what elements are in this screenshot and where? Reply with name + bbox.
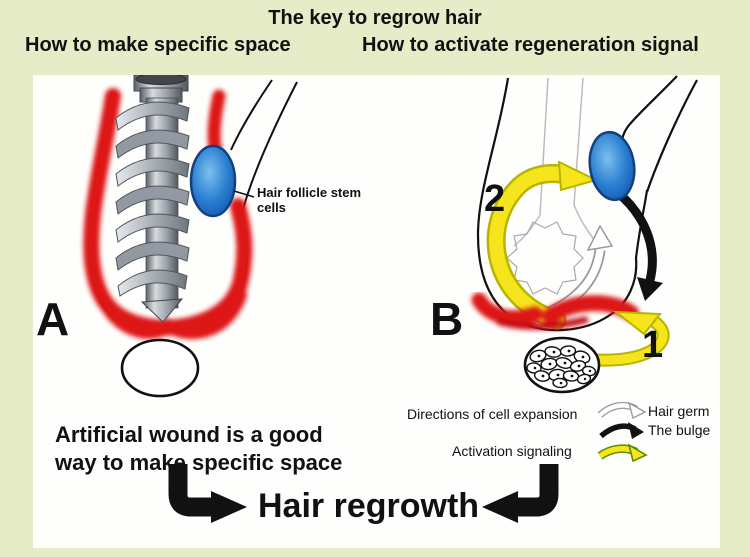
legend-hair-germ-label: Hair germ [648,403,710,419]
activation-arrow-1 [593,310,670,367]
panel-b-illustration [471,75,698,394]
legend-bulge-arrow-icon [599,422,644,439]
wound-red-b [471,292,639,330]
page-title: The key to regrow hair [268,7,482,29]
legend-bulge-label: The bulge [648,422,711,438]
legend-activation-label: Activation signaling [452,443,572,459]
hair-shaft-line [645,79,698,193]
activation-arrow-2 [486,160,599,330]
stem-cells-ellipse-a [189,144,237,218]
hair-shaft-line [241,81,298,214]
hair-shaft-line [620,75,678,155]
panel-a-label: A [36,293,69,345]
hair-shaft-line [230,79,273,151]
step-1-number: 1 [642,324,664,366]
legend-activation-arrow-icon [597,443,648,463]
stem-cells-label-line1: Hair follicle stem [257,185,362,200]
stem-cells-label: Hair follicle stem cells [257,185,361,215]
panel-a-caption-line1: Artificial wound is a good [55,422,323,447]
panel-a-caption-line2: way to make specific space [55,450,343,475]
left-elbow-arrow-icon [168,464,247,523]
stem-cells-label-line2: cells [257,200,286,215]
diagram-artwork [83,75,698,523]
inner-sheath-lines [513,77,597,247]
panel-a-illustration [83,75,298,398]
subtitle-activate-signal: How to activate regeneration signal [362,34,699,56]
bulge-arrow-icon [612,187,663,301]
hair-regrowth-result: Hair regrowth [258,487,480,525]
legend-directions-label: Directions of cell expansion [407,406,578,422]
drill-icon [115,75,190,323]
dermal-papilla-b [523,336,601,394]
stem-cells-pointer-line [233,190,255,198]
step-2-number: 2 [484,178,506,220]
legend-hair-germ-arrow-icon [597,401,647,420]
panel-b-label: B [430,293,463,345]
bulge-ellipse-b [588,130,636,202]
subtitle-make-space: How to make specific space [25,34,291,56]
dermal-papilla-a [120,338,200,398]
right-elbow-arrow-icon [482,464,559,523]
